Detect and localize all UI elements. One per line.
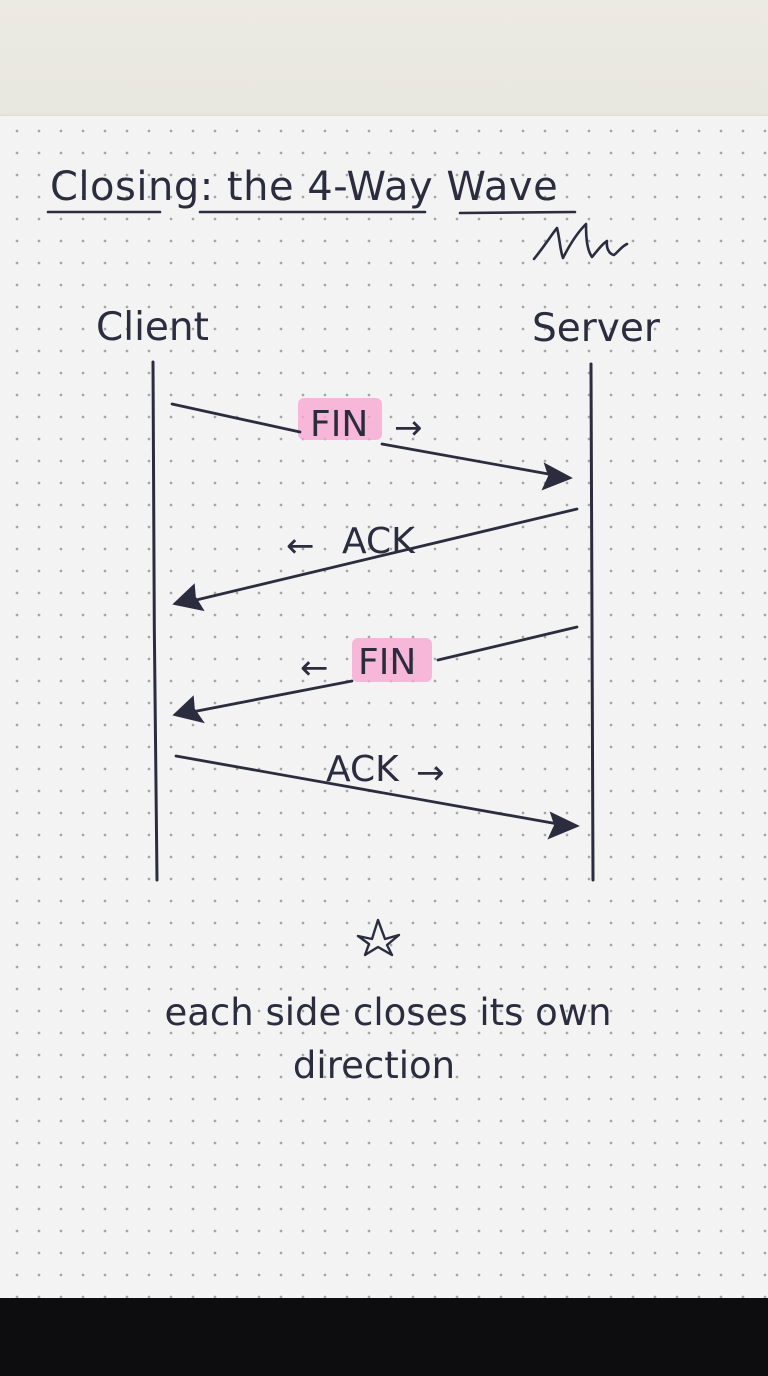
message-2-ack: ← ACK — [172, 507, 579, 612]
message-1-fin: FIN → — [170, 398, 573, 491]
message-1-line — [170, 402, 556, 477]
server-lifeline — [589, 362, 595, 882]
message-2-arrow-glyph: ← — [286, 526, 315, 566]
arrowhead-icon — [547, 811, 580, 840]
star-icon — [356, 918, 401, 957]
message-4-label: ACK — [326, 749, 400, 790]
note-line-2: direction — [293, 1044, 455, 1087]
dot-grid-paper — [0, 116, 768, 1300]
desk-surface — [0, 1298, 768, 1376]
participant-client: Client — [96, 305, 209, 350]
message-4-line — [174, 754, 560, 826]
title-underline — [46, 210, 577, 215]
message-4-arrow-glyph: → — [416, 753, 445, 793]
participant-server: Server — [532, 306, 661, 351]
message-1-arrow-glyph: → — [394, 408, 423, 448]
message-3-label: FIN — [358, 642, 416, 683]
message-3-fin: ← FIN — [172, 625, 579, 724]
message-4-ack: ACK → — [174, 749, 580, 840]
arrowhead-icon — [172, 695, 205, 724]
message-3-arrow-glyph: ← — [300, 648, 329, 688]
message-3-line — [190, 625, 579, 714]
background-surface — [0, 0, 768, 120]
diagram-title: Closing: the 4-Way Wave — [50, 164, 558, 210]
message-1-label: FIN — [310, 404, 368, 445]
message-2-label: ACK — [342, 521, 416, 562]
fin-highlight — [352, 638, 432, 682]
fin-highlight — [298, 398, 382, 440]
arrowhead-icon — [541, 462, 573, 491]
client-lifeline — [151, 360, 159, 882]
message-2-line — [190, 507, 579, 603]
note-line-1: each side closes its own — [164, 991, 611, 1034]
arrowhead-icon — [172, 583, 205, 612]
wave-doodle-icon — [532, 222, 629, 261]
